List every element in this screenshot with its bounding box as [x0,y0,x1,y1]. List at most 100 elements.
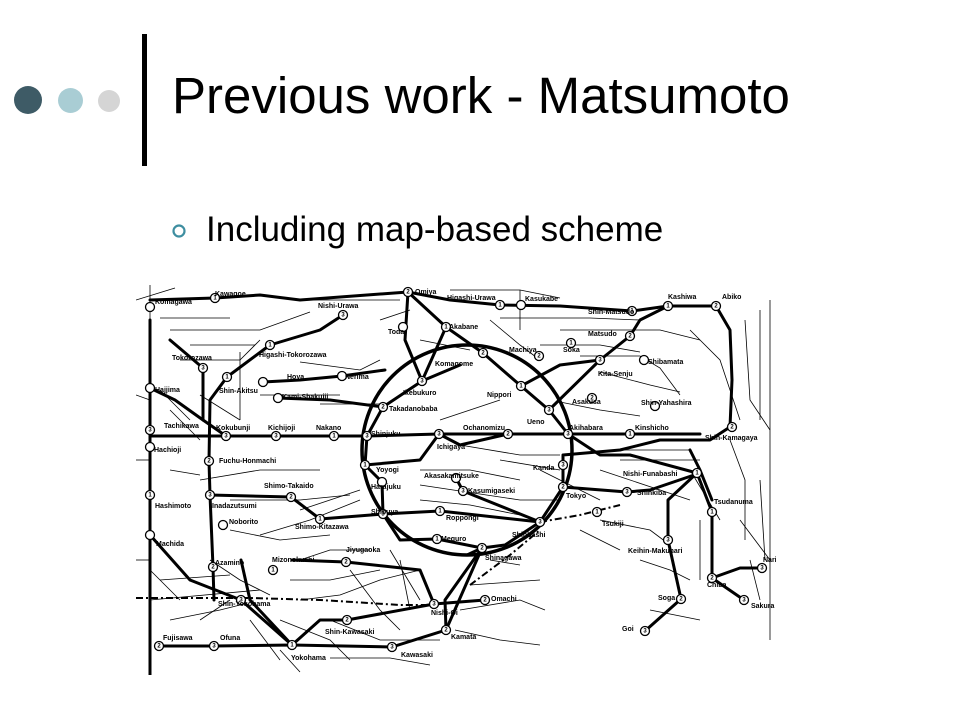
station-label: Komagawa [155,299,192,306]
rail-network-map: 1231112123122113132233331323123213123231… [136,285,776,675]
station-number: 3 [461,489,465,495]
station-marker [565,337,577,349]
station-marker [515,380,527,392]
station-number: 1 [710,510,714,516]
station-label: Asakusa [572,399,601,406]
station-marker [586,392,598,404]
station-number: 2 [481,351,485,357]
station-number: 1 [438,509,442,515]
station-marker [515,299,527,311]
station-marker [691,467,703,479]
station-marker [144,441,156,453]
station-label: Akasakamitsuke [424,473,479,480]
station-label: Shin-Yokohama [218,601,270,608]
station-label: Kanda [533,465,555,472]
station-label: Inadazutsumi [212,503,257,510]
station-marker [591,506,603,518]
station-number: 3 [274,434,278,440]
station-marker [397,321,409,333]
station-label: Shin-Yahashira [641,400,692,407]
station-label: Takadanobaba [389,406,438,413]
station-marker [376,476,388,488]
station-label: Shimo-Kitazawa [295,524,349,531]
station-label: Nippori [487,392,512,399]
station-number: 3 [381,512,385,518]
station-label: Shinjuku [371,431,401,438]
station-marker [340,556,352,568]
station-label: Shinbashi [512,532,546,539]
station-marker [270,430,282,442]
station-number: 3 [208,493,212,499]
station-marker [621,486,633,498]
dark-teal-dot [14,86,42,114]
station-label: Ueno [527,419,545,426]
station-label: Kami-Shakujii [282,394,328,401]
station-label: Goi [622,626,634,633]
station-label: Higashi-Urawa [447,295,496,302]
station-number: 2 [561,485,565,491]
station-label: Yokohama [291,655,326,662]
station-label: Tokorozawa [172,355,212,362]
station-label: Kinshicho [635,425,669,432]
station-marker [594,354,606,366]
station-label: Shin-Kawasaki [325,629,374,636]
station-label: Soga [658,595,675,602]
station-marker [336,370,348,382]
station-number: 2 [714,304,718,310]
station-label: Nishi-Funabashi [623,471,678,478]
station-label: Meguro [441,536,466,543]
station-label: Abiko [722,294,741,301]
station-label: Higashi-Tokorozawa [259,352,327,359]
station-label: Keihin-Makuhari [628,548,683,555]
station-marker [557,481,569,493]
station-marker [756,562,768,574]
station-number: 3 [625,490,629,496]
station-label: Komagome [435,361,473,368]
station-marker [534,516,546,528]
station-label: Tsudanuma [714,499,753,506]
station-label: Narita [763,557,776,564]
station-label: Shin-Kamagaya [705,435,758,442]
station-label: Fuchu-Honmachi [219,458,276,465]
station-marker [533,350,545,362]
station-marker [377,508,389,520]
station-label: Sakura [751,603,774,610]
station-label: Matsudo [588,331,617,338]
station-label: Kawagoe [215,291,246,298]
station-number: 2 [679,597,683,603]
station-label: Toda [388,329,404,336]
station-marker [144,424,156,436]
station-marker [285,491,297,503]
station-number: 1 [498,303,502,309]
slide-title: Previous work - Matsumoto [172,67,790,124]
station-label: Akabane [449,324,478,331]
station-number: 1 [695,471,699,477]
station-number: 3 [666,538,670,544]
light-teal-dot [58,88,83,113]
station-marker [203,455,215,467]
station-number: 3 [566,432,570,438]
station-marker [710,300,722,312]
station-number: 1 [628,432,632,438]
station-number: 2 [537,354,541,360]
station-marker [217,519,229,531]
station-number: 2 [444,628,448,634]
bullet-text: Including map-based scheme [206,210,664,249]
station-number: 3 [760,566,764,572]
station-number: 2 [157,644,161,650]
station-marker [257,376,269,388]
station-label: Harajuku [371,484,401,491]
station-label: Machiya [509,347,537,354]
station-number: 2 [344,560,348,566]
station-label: Yoyogi [376,467,399,474]
station-label: Nishi-Oi [431,610,458,617]
station-marker [144,301,156,313]
station-number: 3 [390,645,394,651]
station-label: Kawasaki [401,652,433,659]
station-number: 3 [643,629,647,635]
station-label: Ikebukuro [403,390,436,397]
title-divider [142,34,147,166]
station-marker [662,534,674,546]
